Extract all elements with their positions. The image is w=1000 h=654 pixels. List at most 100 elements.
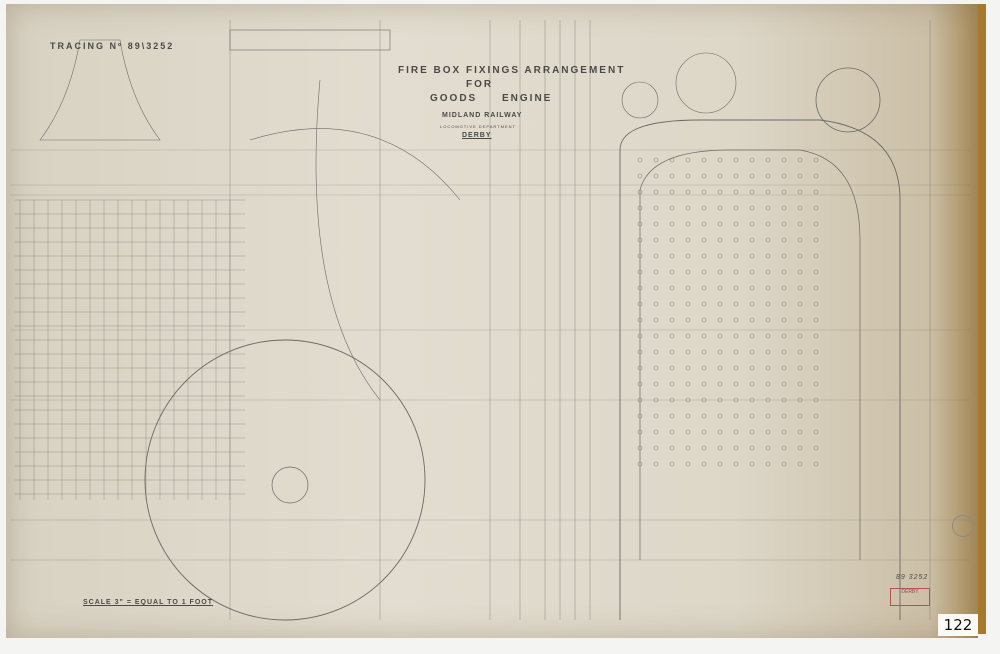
drawing-line bbox=[765, 253, 771, 259]
drawing-line bbox=[653, 221, 659, 227]
drawing-line bbox=[701, 461, 707, 467]
drawing-line bbox=[701, 413, 707, 419]
drawing-line bbox=[813, 269, 819, 275]
title-subject: GOODS ENGINE bbox=[430, 93, 553, 104]
drawing-line bbox=[733, 445, 739, 451]
drawing-line bbox=[669, 461, 675, 467]
drawing-line bbox=[765, 381, 771, 387]
drawing-line bbox=[717, 189, 723, 195]
drawing-line bbox=[717, 237, 723, 243]
drawing-line bbox=[781, 173, 787, 179]
drawing-line bbox=[717, 461, 723, 467]
drawing-number: 89 3252 bbox=[896, 574, 929, 581]
railway-name: MIDLAND RAILWAY bbox=[442, 112, 523, 119]
drawing-line bbox=[669, 189, 675, 195]
drawing-line bbox=[781, 413, 787, 419]
drawing-line bbox=[717, 269, 723, 275]
drawing-line bbox=[749, 253, 755, 259]
drawing-line bbox=[797, 381, 803, 387]
drawing-line bbox=[749, 381, 755, 387]
drawing-line bbox=[797, 429, 803, 435]
drawing-line bbox=[813, 381, 819, 387]
drawing-line bbox=[653, 317, 659, 323]
drawing-line bbox=[653, 285, 659, 291]
drawing-line bbox=[685, 333, 691, 339]
drawing-line bbox=[797, 157, 803, 163]
drawing-line bbox=[685, 317, 691, 323]
drawing-line bbox=[701, 381, 707, 387]
drawing-line bbox=[701, 221, 707, 227]
drawing-line bbox=[797, 365, 803, 371]
drawing-line bbox=[733, 157, 739, 163]
drawing-line bbox=[717, 173, 723, 179]
drawing-line bbox=[653, 157, 659, 163]
drawing-line bbox=[765, 349, 771, 355]
drawing-line bbox=[701, 429, 707, 435]
drawing-line bbox=[685, 429, 691, 435]
drawing-line bbox=[813, 333, 819, 339]
drawing-line bbox=[619, 119, 901, 620]
drawing-line bbox=[701, 157, 707, 163]
drawing-line bbox=[733, 173, 739, 179]
drawing-line bbox=[733, 253, 739, 259]
drawing-line bbox=[749, 285, 755, 291]
drawing-line bbox=[797, 189, 803, 195]
drawing-line bbox=[685, 349, 691, 355]
drawing-line bbox=[781, 205, 787, 211]
drawing-line bbox=[685, 301, 691, 307]
drawing-line bbox=[621, 81, 659, 119]
drawing-line bbox=[637, 157, 643, 163]
drawing-line bbox=[781, 237, 787, 243]
drawing-title: FIRE BOX FIXINGS ARRANGEMENT bbox=[398, 65, 626, 76]
drawing-line bbox=[749, 205, 755, 211]
drawing-line bbox=[781, 317, 787, 323]
drawing-line bbox=[781, 285, 787, 291]
drawing-line bbox=[653, 269, 659, 275]
drawing-line bbox=[639, 149, 861, 560]
drawing-line bbox=[781, 333, 787, 339]
drawing-line bbox=[717, 285, 723, 291]
drawing-line bbox=[749, 365, 755, 371]
red-stamp: DERBY bbox=[890, 588, 930, 606]
drawing-line bbox=[733, 301, 739, 307]
drawing-line bbox=[813, 285, 819, 291]
drawing-line bbox=[765, 269, 771, 275]
drawing-line bbox=[781, 189, 787, 195]
drawing-line bbox=[733, 365, 739, 371]
drawing-line bbox=[271, 466, 309, 504]
drawing-line bbox=[733, 429, 739, 435]
drawing-line bbox=[781, 253, 787, 259]
drawing-line bbox=[781, 301, 787, 307]
drawing-line bbox=[717, 445, 723, 451]
drawing-line bbox=[765, 333, 771, 339]
drawing-line bbox=[733, 461, 739, 467]
drawing-line bbox=[749, 189, 755, 195]
drawing-line bbox=[797, 253, 803, 259]
tracing-number: TRACING Nº 89\3252 bbox=[50, 41, 175, 51]
drawing-line bbox=[717, 381, 723, 387]
drawing-line bbox=[733, 317, 739, 323]
drawing-line bbox=[749, 429, 755, 435]
drawing-line bbox=[653, 349, 659, 355]
drawing-line bbox=[701, 205, 707, 211]
drawing-line bbox=[669, 333, 675, 339]
drawing-line bbox=[685, 285, 691, 291]
drawing-line bbox=[653, 253, 659, 259]
drawing-line bbox=[733, 285, 739, 291]
drawing-line bbox=[765, 237, 771, 243]
drawing-line bbox=[653, 429, 659, 435]
department-name: LOCOMOTIVE DEPARTMENT bbox=[440, 124, 516, 129]
drawing-line bbox=[733, 221, 739, 227]
drawing-line bbox=[765, 365, 771, 371]
drawing-line bbox=[717, 221, 723, 227]
drawing-line bbox=[813, 349, 819, 355]
drawing-line bbox=[653, 333, 659, 339]
drawing-line bbox=[669, 349, 675, 355]
drawing-line bbox=[701, 317, 707, 323]
drawing-line bbox=[765, 189, 771, 195]
drawing-line bbox=[229, 29, 391, 51]
drawing-line bbox=[781, 461, 787, 467]
drawing-line bbox=[765, 221, 771, 227]
drawing-line bbox=[765, 205, 771, 211]
drawing-line bbox=[685, 269, 691, 275]
